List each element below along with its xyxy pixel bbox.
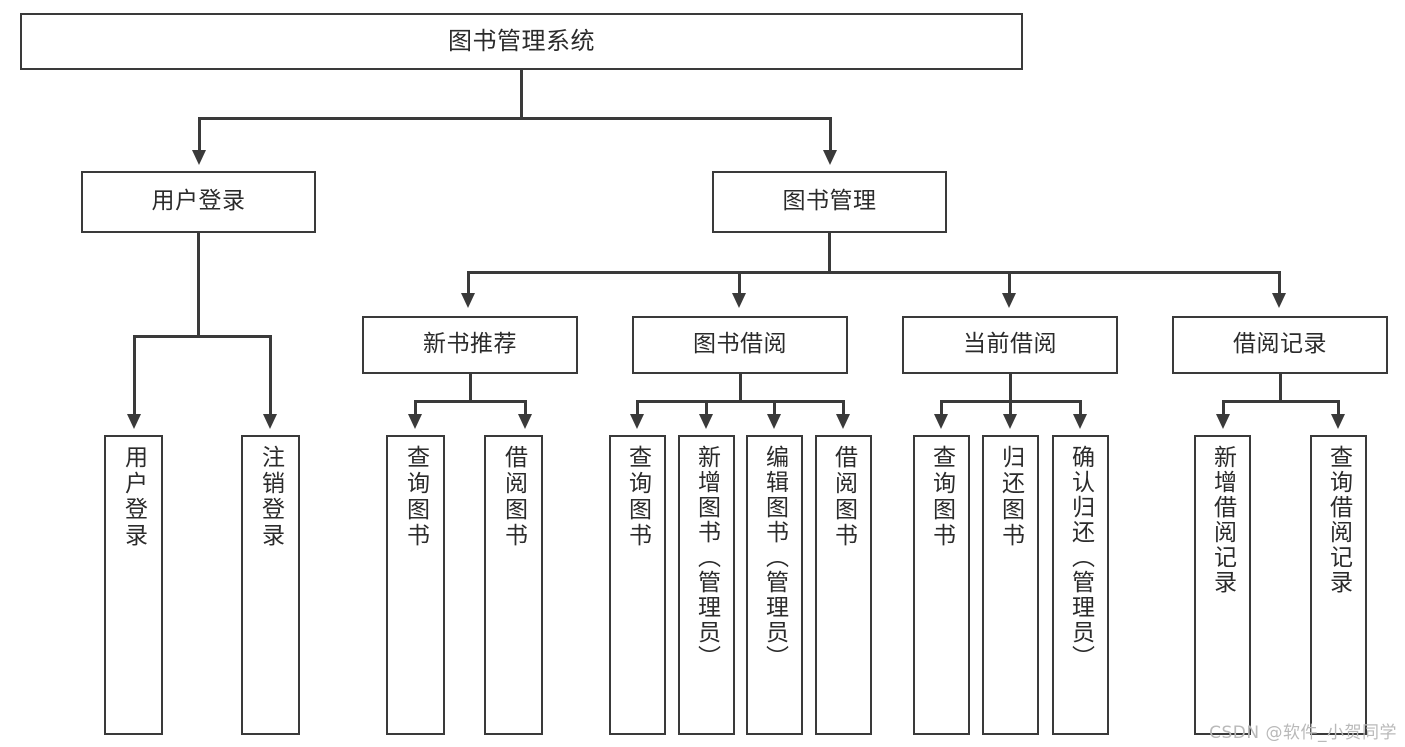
- leaf-current-borrow-confirm-return-admin[interactable]: 确认归还（管理员）: [1052, 435, 1109, 735]
- connector-root-stem: [520, 70, 523, 119]
- connector-new-book-branch-1: [414, 400, 417, 416]
- arrow-bm-to-current-borrow: [1002, 293, 1016, 308]
- csdn-watermark: CSDN @软件_小贺同学: [1209, 723, 1397, 743]
- connector-new-book-bus: [414, 400, 524, 403]
- leaf-new-book-borrow-book[interactable]: 借阅图书: [484, 435, 543, 735]
- node-label: 图书管理系统: [448, 27, 595, 56]
- connector-book-management-stem: [828, 233, 831, 273]
- node-book-management-system[interactable]: 图书管理系统: [20, 13, 1023, 70]
- node-label: 查询借阅记录: [1325, 445, 1352, 595]
- connector-borrow-record-bus: [1222, 400, 1337, 403]
- node-label: 查询图书: [928, 445, 955, 549]
- arrow-user-login-leaf-1: [127, 414, 141, 429]
- connector-borrow-record-branch-1: [1222, 400, 1225, 416]
- connector-user-login-stem: [197, 233, 200, 337]
- connector-bm-to-new-book: [467, 271, 470, 295]
- connector-user-login-branch-2: [269, 335, 272, 416]
- node-label: 新增图书（管理员）: [693, 445, 720, 670]
- leaf-borrow-record-add-record[interactable]: 新增借阅记录: [1194, 435, 1251, 735]
- connector-root-to-book-management: [829, 117, 832, 152]
- node-label: 借阅图书: [830, 445, 857, 549]
- node-label: 确认归还（管理员）: [1067, 445, 1094, 670]
- connector-user-login-branch-1: [133, 335, 136, 416]
- connector-borrow-record-stem: [1279, 374, 1282, 402]
- arrow-current-borrow-leaf-3: [1073, 414, 1087, 429]
- node-label: 新书推荐: [423, 331, 517, 358]
- arrow-book-borrow-leaf-4: [836, 414, 850, 429]
- connector-bm-to-current-borrow: [1008, 271, 1011, 295]
- arrow-root-to-book-management: [823, 150, 837, 165]
- connector-bm-to-book-borrow: [738, 271, 741, 295]
- node-label: 查询图书: [624, 445, 651, 549]
- arrow-user-login-leaf-2: [263, 414, 277, 429]
- connector-book-borrow-bus: [636, 400, 844, 403]
- connector-current-borrow-branch-1: [940, 400, 943, 416]
- connector-book-borrow-branch-2: [705, 400, 708, 416]
- connector-new-book-branch-2: [524, 400, 527, 416]
- node-book-borrow[interactable]: 图书借阅: [632, 316, 848, 374]
- leaf-book-borrow-add-book-admin[interactable]: 新增图书（管理员）: [678, 435, 735, 735]
- connector-book-borrow-branch-1: [636, 400, 639, 416]
- arrow-new-book-leaf-2: [518, 414, 532, 429]
- arrow-book-borrow-leaf-1: [630, 414, 644, 429]
- arrow-book-borrow-leaf-3: [767, 414, 781, 429]
- connector-book-borrow-stem: [739, 374, 742, 402]
- leaf-book-borrow-borrow-book[interactable]: 借阅图书: [815, 435, 872, 735]
- node-current-borrow[interactable]: 当前借阅: [902, 316, 1118, 374]
- arrow-borrow-record-leaf-1: [1216, 414, 1230, 429]
- connector-book-borrow-branch-4: [842, 400, 845, 416]
- node-label: 归还图书: [997, 445, 1024, 549]
- leaf-user-login-logout[interactable]: 注销登录: [241, 435, 300, 735]
- connector-borrow-record-branch-2: [1337, 400, 1340, 416]
- arrow-root-to-user-login: [192, 150, 206, 165]
- leaf-book-borrow-edit-book-admin[interactable]: 编辑图书（管理员）: [746, 435, 803, 735]
- node-label: 新增借阅记录: [1209, 445, 1236, 595]
- leaf-book-borrow-query-book[interactable]: 查询图书: [609, 435, 666, 735]
- node-book-management[interactable]: 图书管理: [712, 171, 947, 233]
- node-user-login[interactable]: 用户登录: [81, 171, 316, 233]
- arrow-bm-to-borrow-record: [1272, 293, 1286, 308]
- arrow-bm-to-book-borrow: [732, 293, 746, 308]
- arrow-book-borrow-leaf-2: [699, 414, 713, 429]
- node-label: 当前借阅: [963, 331, 1057, 358]
- leaf-current-borrow-query-book[interactable]: 查询图书: [913, 435, 970, 735]
- node-label: 图书借阅: [693, 331, 787, 358]
- node-label: 借阅记录: [1233, 331, 1327, 358]
- connector-current-borrow-branch-3: [1079, 400, 1082, 416]
- connector-book-borrow-branch-3: [773, 400, 776, 416]
- node-new-book-recommend[interactable]: 新书推荐: [362, 316, 578, 374]
- connector-book-management-bus: [467, 271, 1280, 274]
- leaf-new-book-query-book[interactable]: 查询图书: [386, 435, 445, 735]
- node-borrow-record[interactable]: 借阅记录: [1172, 316, 1388, 374]
- node-label: 借阅图书: [500, 445, 527, 549]
- connector-bm-to-borrow-record: [1278, 271, 1281, 295]
- leaf-user-login-login[interactable]: 用户登录: [104, 435, 163, 735]
- arrow-current-borrow-leaf-1: [934, 414, 948, 429]
- connector-new-book-stem: [469, 374, 472, 402]
- node-label: 注销登录: [257, 445, 284, 549]
- connector-root-to-user-login: [198, 117, 201, 152]
- arrow-current-borrow-leaf-2: [1003, 414, 1017, 429]
- node-label: 查询图书: [402, 445, 429, 549]
- node-label: 用户登录: [120, 445, 147, 549]
- leaf-current-borrow-return-book[interactable]: 归还图书: [982, 435, 1039, 735]
- connector-root-bus: [198, 117, 831, 120]
- connector-current-borrow-branch-2: [1009, 400, 1012, 416]
- node-label: 图书管理: [782, 188, 877, 215]
- node-label: 编辑图书（管理员）: [761, 445, 788, 670]
- node-label: 用户登录: [151, 188, 246, 215]
- connector-user-login-bus: [133, 335, 271, 338]
- connector-current-borrow-stem: [1009, 374, 1012, 402]
- arrow-borrow-record-leaf-2: [1331, 414, 1345, 429]
- leaf-borrow-record-query-record[interactable]: 查询借阅记录: [1310, 435, 1367, 735]
- arrow-bm-to-new-book: [461, 293, 475, 308]
- arrow-new-book-leaf-1: [408, 414, 422, 429]
